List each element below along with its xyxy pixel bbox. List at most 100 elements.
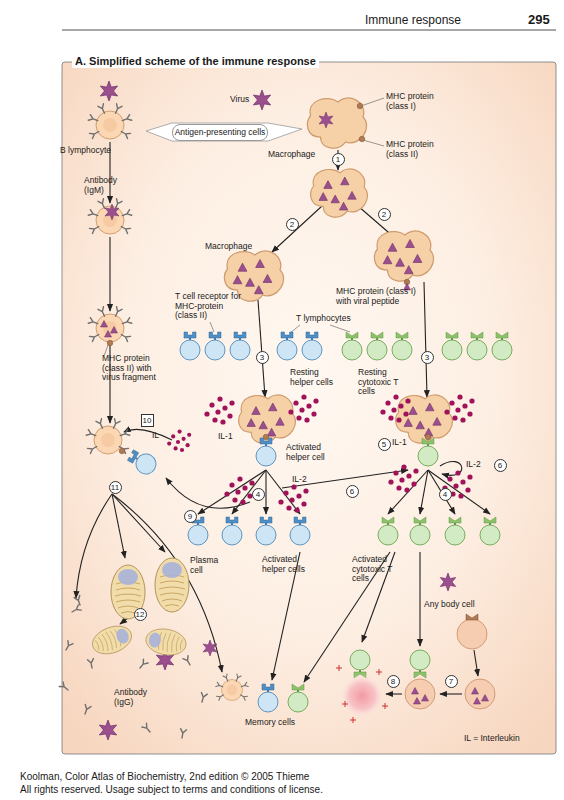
lysed-cell	[336, 665, 388, 723]
arrows	[198, 470, 266, 514]
virus	[203, 640, 217, 656]
cytotoxic-t-cell	[378, 517, 398, 545]
cytotoxic-t-cell	[418, 438, 438, 466]
part-label: Any body cell	[424, 600, 486, 610]
macrophage	[359, 136, 365, 142]
cytotoxic-t-cell	[367, 332, 387, 360]
callout-number: 12	[134, 608, 147, 621]
helper-t-cell	[180, 332, 200, 360]
callout-number: 4	[252, 488, 265, 501]
arrows	[282, 470, 408, 488]
part-label: MHC protein (class II)	[386, 140, 446, 159]
b-lymphocyte	[105, 204, 119, 220]
callout-number: 4	[439, 488, 452, 501]
virus	[100, 81, 117, 101]
b-lymphocyte	[86, 419, 129, 454]
cytotoxic-t-cell	[480, 517, 500, 545]
arrows	[420, 470, 428, 514]
callout-number: 3	[256, 351, 269, 364]
antibody	[142, 723, 152, 734]
part-label: IL-2	[466, 460, 490, 470]
part-label: Activated helper cells	[262, 555, 312, 574]
helper-t-cell	[256, 438, 276, 466]
arrows	[112, 494, 222, 672]
helper-t-cell	[125, 446, 159, 477]
b-lymphocyte	[105, 331, 112, 338]
b-lymphocyte	[216, 674, 249, 700]
plasma-cell	[144, 626, 188, 658]
part-label: T cell receptor for MHC-protein (class I…	[175, 292, 247, 321]
plasma-cell	[89, 621, 136, 659]
copyright-note: Koolman, Color Atlas of Biochemistry, 2n…	[20, 771, 309, 782]
part-label: IL-2	[292, 475, 316, 485]
b-lymphocyte	[119, 448, 125, 454]
virus	[99, 81, 455, 740]
helper-t-cell	[290, 517, 310, 545]
leader-lines	[363, 140, 384, 146]
part-label: T lymphocytes	[296, 314, 366, 324]
interleukin	[204, 396, 234, 424]
helper-t-cell	[125, 446, 159, 477]
cytotoxic-t-cell	[467, 332, 487, 360]
copyright-note: All rights reserved. Usage subject to te…	[20, 784, 323, 795]
arrows	[112, 494, 165, 552]
callout-number: 11	[109, 481, 122, 494]
arrows	[386, 693, 402, 694]
box-label: Antigen-presenting cells	[173, 125, 267, 139]
cytotoxic-t-cell	[350, 650, 370, 678]
part-label: MHC protein (class II) with virus fragme…	[102, 354, 170, 383]
b-lymphocyte	[101, 321, 108, 328]
arrows	[76, 142, 490, 694]
macrophage	[225, 98, 453, 443]
antibody	[138, 659, 148, 670]
arrows	[440, 693, 462, 694]
page-frame	[62, 30, 556, 31]
interleukin	[444, 394, 474, 422]
b-lymphocyte	[107, 340, 113, 346]
antibody	[183, 656, 193, 667]
macrophage	[239, 395, 296, 443]
b-lymphocyte	[111, 327, 118, 334]
cytotoxic-t-cell	[410, 650, 430, 678]
part-label: Resting cytotoxic T cells	[358, 368, 402, 397]
part-label: IL	[152, 431, 172, 441]
cytotoxic-t-cell	[288, 332, 512, 712]
macrophage	[375, 231, 434, 281]
macrophage	[239, 395, 296, 443]
callout-number: 10	[141, 414, 154, 427]
interleukin	[288, 394, 318, 422]
b-lymphocyte	[86, 104, 248, 701]
callout-number: 1	[332, 153, 345, 166]
helper-t-cell	[205, 332, 225, 360]
antibody	[63, 641, 73, 652]
part-label: Macrophage	[268, 150, 328, 160]
plasma-cell	[89, 621, 136, 659]
lysed-cell	[340, 674, 384, 718]
interleukin	[224, 476, 254, 504]
arrows	[272, 206, 322, 252]
cytotoxic-t-cell	[288, 684, 308, 712]
interleukin	[278, 484, 308, 512]
arrows	[428, 470, 490, 514]
virus	[99, 720, 116, 740]
helper-t-cell	[230, 332, 250, 360]
cytotoxic-t-cell	[410, 650, 430, 678]
antibody	[59, 596, 207, 739]
leader-lines	[104, 98, 384, 356]
body-cell	[405, 679, 435, 709]
b-lymphocyte	[88, 199, 131, 234]
callout-number: 7	[445, 675, 458, 688]
plasma-cell	[89, 558, 189, 659]
helper-t-cell	[302, 332, 322, 360]
arrows	[419, 552, 420, 646]
b-lymphocyte	[216, 674, 249, 700]
helper-t-cell	[222, 517, 242, 545]
part-label: Virus	[230, 95, 262, 105]
macrophage	[425, 434, 431, 440]
arrows	[424, 282, 427, 397]
antigen-pointer	[146, 123, 302, 141]
macrophage	[311, 169, 368, 217]
leader-lines	[210, 322, 214, 332]
